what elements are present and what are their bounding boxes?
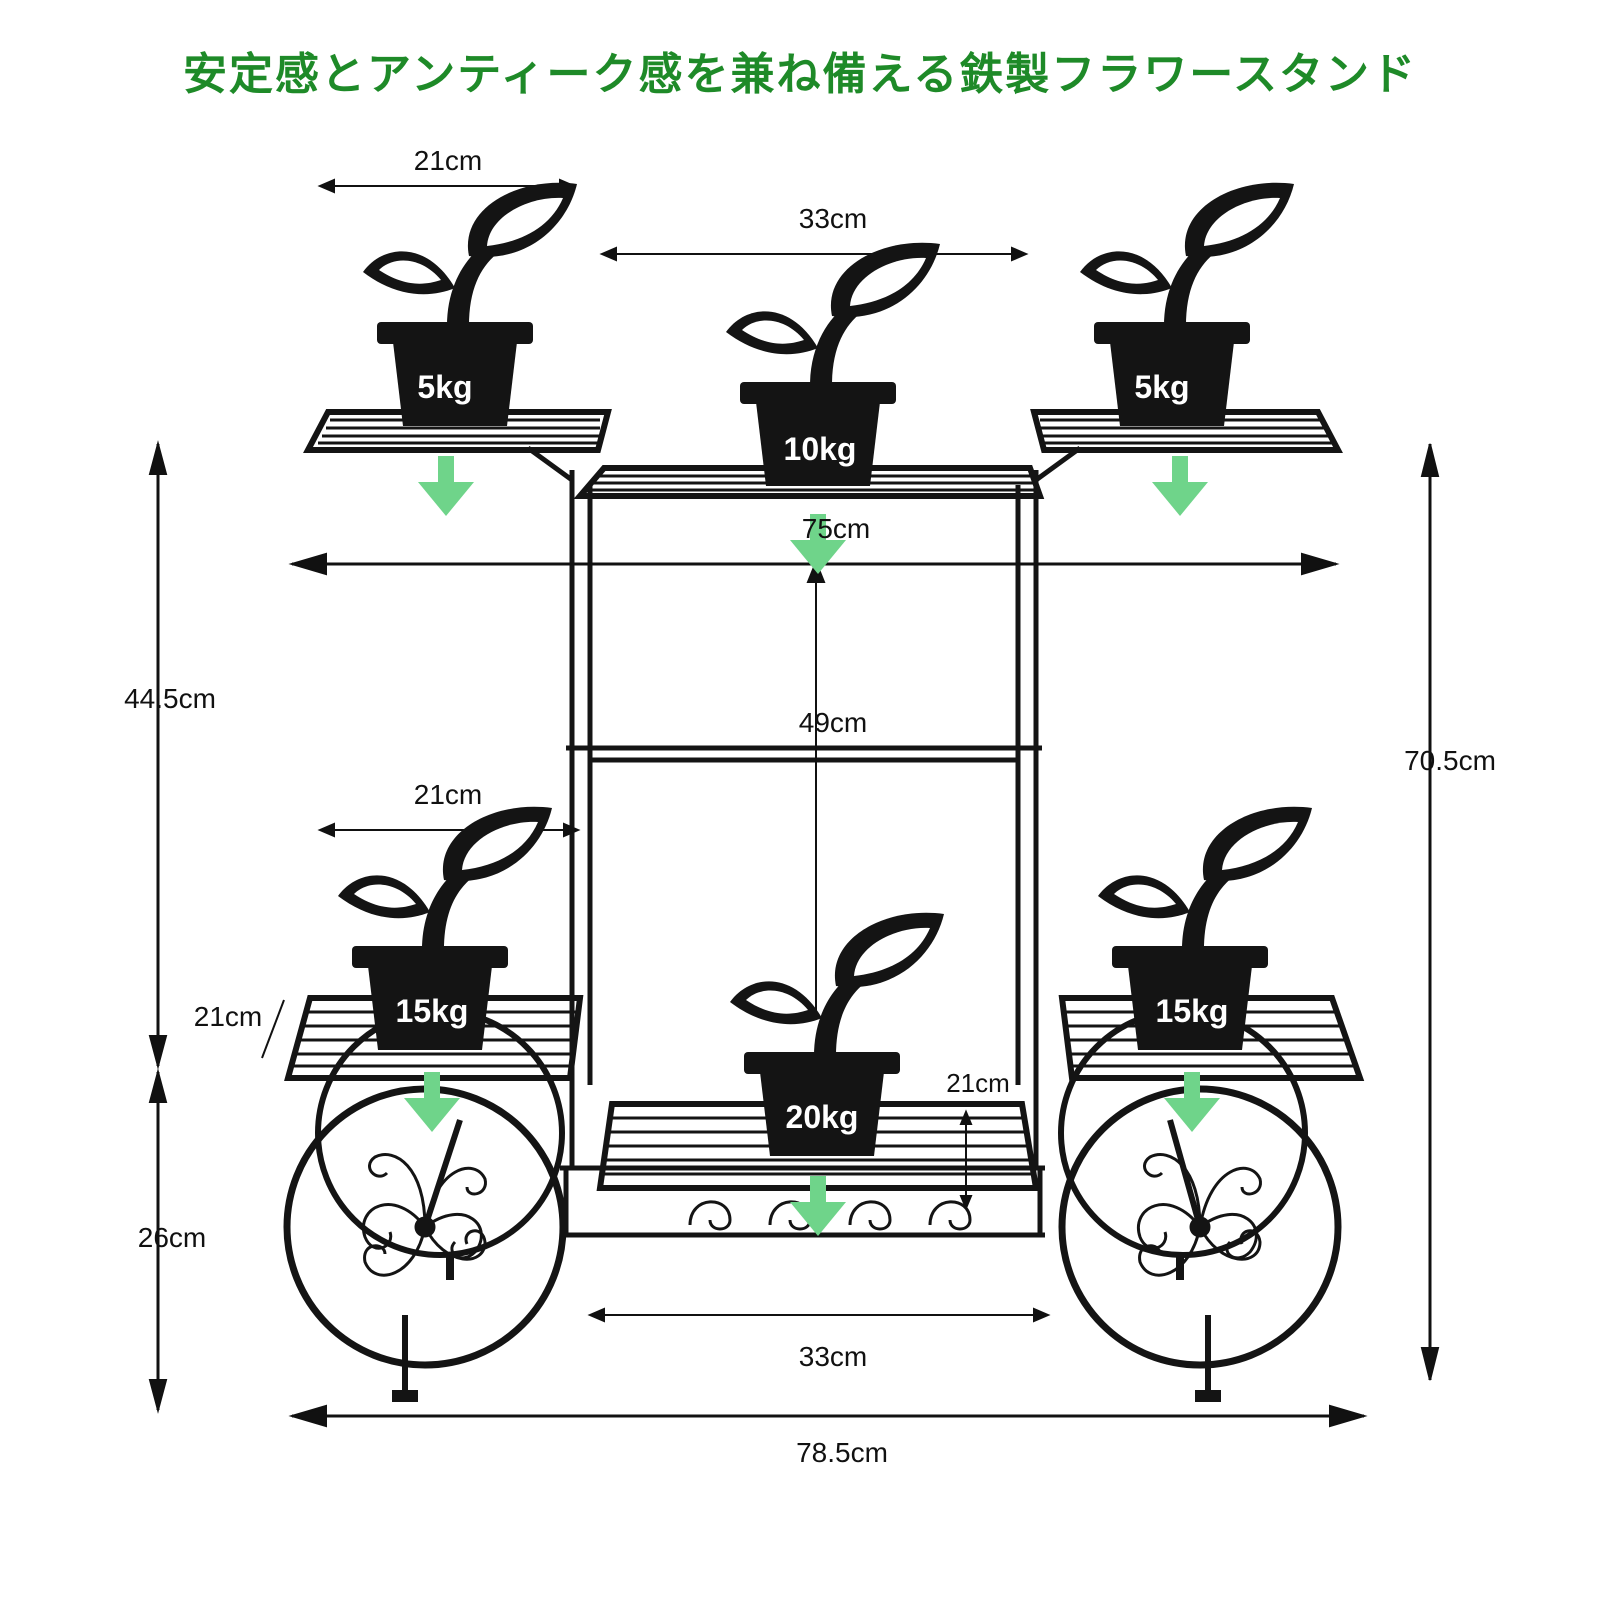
dim-line-total-height xyxy=(1420,443,1440,1381)
headline: 安定感とアンティーク感を兼ね備える鉄製フラワースタンド xyxy=(182,49,1418,100)
dim-total-upper-width: 75cm xyxy=(802,513,870,544)
dim-bottom-side-shelf: 21cm xyxy=(414,779,482,810)
shelf-top-left xyxy=(303,409,612,453)
load-bottom-right: 15kg xyxy=(1156,993,1229,1029)
load-arrow-top-right-icon xyxy=(1152,456,1208,516)
dim-line-lower-height xyxy=(148,1068,168,1414)
dim-top-gap: 33cm xyxy=(799,203,867,234)
stand-frame xyxy=(526,445,1082,1238)
dim-bottom-side-depth: 21cm xyxy=(194,1001,262,1032)
load-bottom-center: 20kg xyxy=(786,1099,859,1135)
load-arrow-top-left-icon xyxy=(418,456,474,516)
wheel-right xyxy=(1058,1008,1342,1402)
dim-line-top-gap xyxy=(599,246,1029,262)
dim-line-bottom-side-depth xyxy=(261,999,285,1059)
dim-inner-height: 49cm xyxy=(799,707,867,738)
dim-bottom-shelf-depth: 21cm xyxy=(946,1068,1010,1098)
dim-bottom-inner-width: 33cm xyxy=(799,1341,867,1372)
dim-lower-height: 26cm xyxy=(138,1222,206,1253)
shelf-bottom-center xyxy=(596,1101,1040,1191)
wheel-left xyxy=(283,1008,567,1402)
dim-line-total-width xyxy=(288,1404,1368,1428)
dim-line-upper-height xyxy=(148,440,168,1070)
load-top-center: 10kg xyxy=(784,431,857,467)
dim-total-width: 78.5cm xyxy=(796,1437,888,1468)
load-top-right: 5kg xyxy=(1134,369,1189,405)
dim-line-inner-height xyxy=(806,559,826,1018)
load-top-left: 5kg xyxy=(417,369,472,405)
dim-total-height: 70.5cm xyxy=(1404,745,1496,776)
dim-upper-height: 44.5cm xyxy=(124,683,216,714)
dim-line-bottom-inner-width xyxy=(587,1307,1051,1323)
load-bottom-left: 15kg xyxy=(396,993,469,1029)
dim-top-side-shelf: 21cm xyxy=(414,145,482,176)
dim-line-bottom-shelf-depth xyxy=(959,1109,973,1211)
